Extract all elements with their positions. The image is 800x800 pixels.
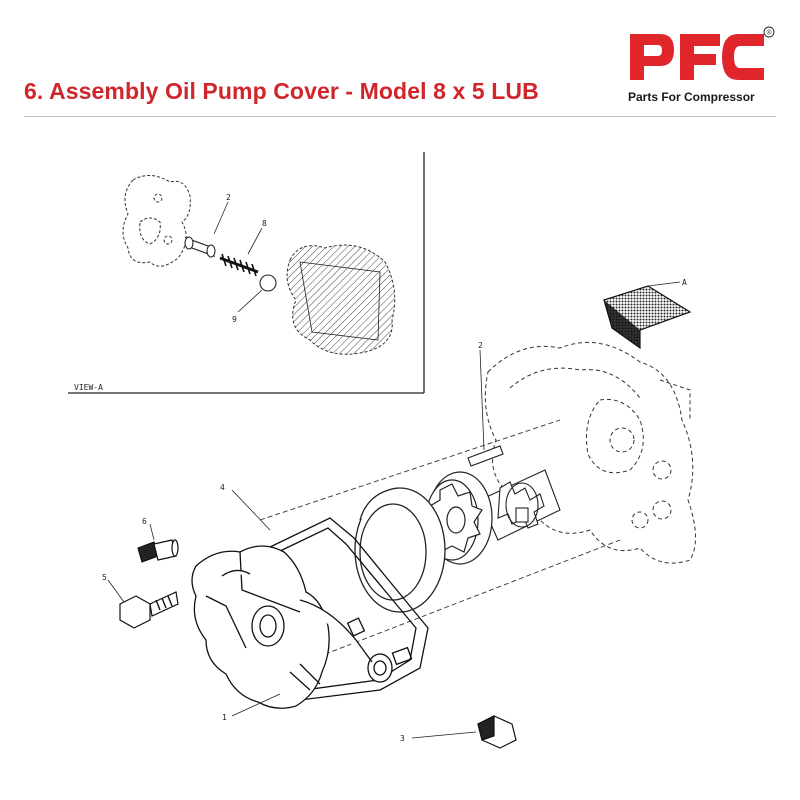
inset-housing-fragment [122,175,191,267]
leader-4 [231,489,271,531]
inset-spring [219,253,259,277]
leader-3 [411,731,477,739]
inset-sleeve [184,236,216,258]
pump-cover-body [191,545,393,709]
inset-check-ball [259,274,277,292]
inset-valve-block [286,244,396,355]
registered-mark: ® [767,29,772,37]
pfc-logo-mark: ® [630,26,775,80]
compressor-housing [484,342,696,564]
view-direction-arrow [603,281,692,350]
logo-tagline: Parts For Compressor [628,90,755,104]
callout-1: 1 [222,713,227,722]
page-title: 6. Assembly Oil Pump Cover - Model 8 x 5… [24,78,539,104]
dowel-pin [467,349,504,467]
leader-5 [107,579,125,603]
leader-6 [149,523,155,541]
pfc-logo: ® Parts For Compressor [628,26,778,106]
callout-3: 3 [400,734,405,743]
view-a-label: VIEW-A [74,383,103,392]
cap-nut [477,715,517,749]
leader-1 [231,693,281,717]
callout-5: 5 [102,573,107,582]
hex-bolt [119,591,179,629]
inset-leaders [213,201,263,313]
callout-4: 4 [220,483,225,492]
view-a-inset [68,152,425,394]
assembly-guide-lines [259,419,621,661]
callout-8: 8 [262,219,267,228]
callout-9: 9 [232,315,237,324]
header-divider [24,116,776,117]
gear-shaft [479,469,561,541]
exploded-assembly-diagram: VIEW-A 2 8 9 A [68,152,696,749]
plug-fitting [137,539,179,563]
callout-6: 6 [142,517,147,526]
callout-2-main: 2 [478,341,483,350]
callout-2-inset: 2 [226,193,231,202]
callout-a: A [682,278,687,287]
